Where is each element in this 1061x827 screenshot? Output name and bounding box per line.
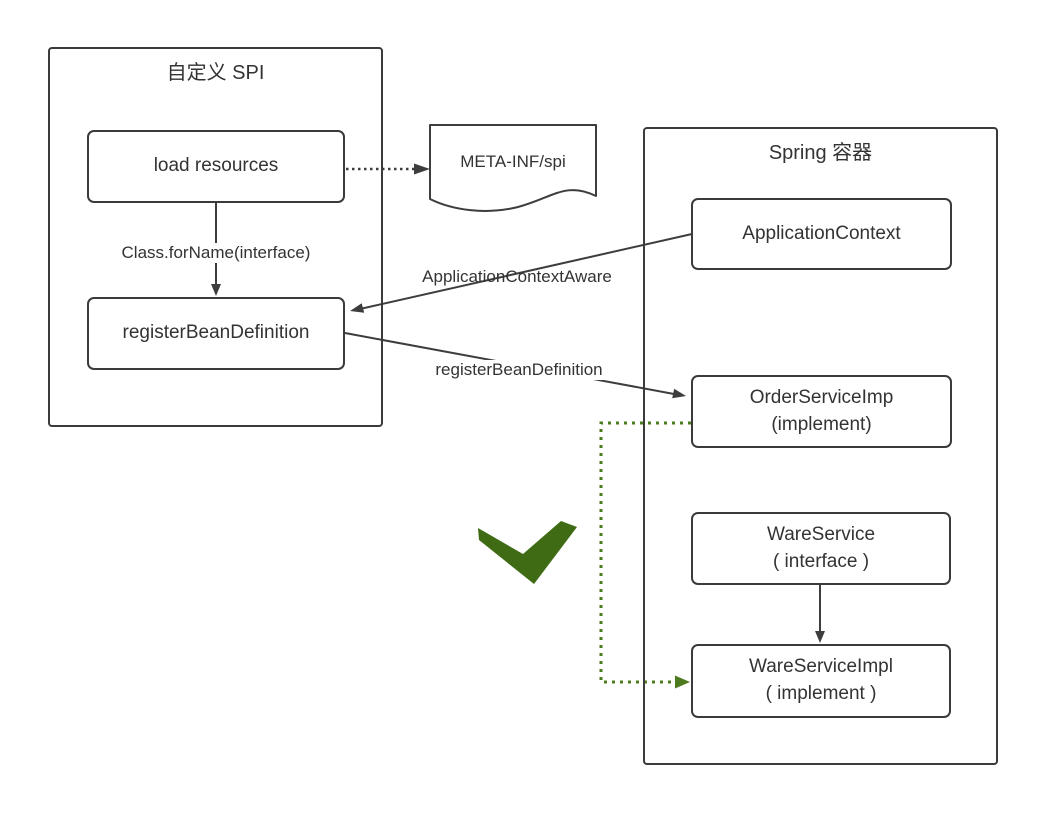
node-load-resources-label: load resources: [153, 155, 279, 177]
node-ware-service-impl-line1: WareServiceImpl: [749, 656, 893, 678]
custom-spi-title: 自定义 SPI: [166, 62, 265, 84]
node-order-service-imp-line1: OrderServiceImp: [749, 386, 894, 408]
node-meta-inf-spi-label: META-INF/spi: [460, 152, 566, 171]
node-order-service-imp-line2: (implement): [771, 413, 872, 435]
arrowhead-metainf: [414, 163, 430, 175]
node-application-context-label: ApplicationContext: [742, 222, 901, 244]
checkmark-icon: [478, 521, 577, 584]
arrowhead-wareimpl-top: [815, 631, 825, 643]
edge-label-register-bean-definition: registerBeanDefinition: [432, 360, 606, 380]
node-ware-service-line2: ( interface ): [772, 550, 870, 572]
arrowhead-register-top: [211, 284, 221, 296]
edge-label-class-forname: Class.forName(interface): [118, 243, 314, 263]
document-icon: [429, 124, 597, 212]
arrowhead-register-right: [350, 303, 365, 313]
node-ware-service-impl-line2: ( implement ): [765, 683, 877, 704]
arrowhead-wareimpl-left: [675, 675, 690, 689]
link-order-to-wareimpl-dotted: [599, 421, 691, 684]
node-register-bean-definition-label: registerBeanDefinition: [122, 322, 310, 344]
node-application-context: ApplicationContext: [691, 198, 952, 270]
node-ware-service-line1: WareService: [766, 523, 876, 545]
node-register-bean-definition: registerBeanDefinition: [87, 297, 345, 370]
node-order-service-imp: OrderServiceImp (implement): [691, 375, 952, 448]
spring-container-title: Spring 容器: [768, 142, 873, 164]
node-load-resources: load resources: [87, 130, 345, 203]
edge-label-application-context-aware: ApplicationContextAware: [422, 267, 612, 286]
node-ware-service-impl: WareServiceImpl ( implement ): [691, 644, 951, 718]
link-appctx-to-register: [359, 233, 693, 310]
arrowhead-order: [672, 388, 686, 399]
node-ware-service: WareService ( interface ): [691, 512, 951, 585]
custom-spi-container: 自定义 SPI: [48, 47, 383, 427]
spring-container: Spring 容器: [643, 127, 998, 765]
